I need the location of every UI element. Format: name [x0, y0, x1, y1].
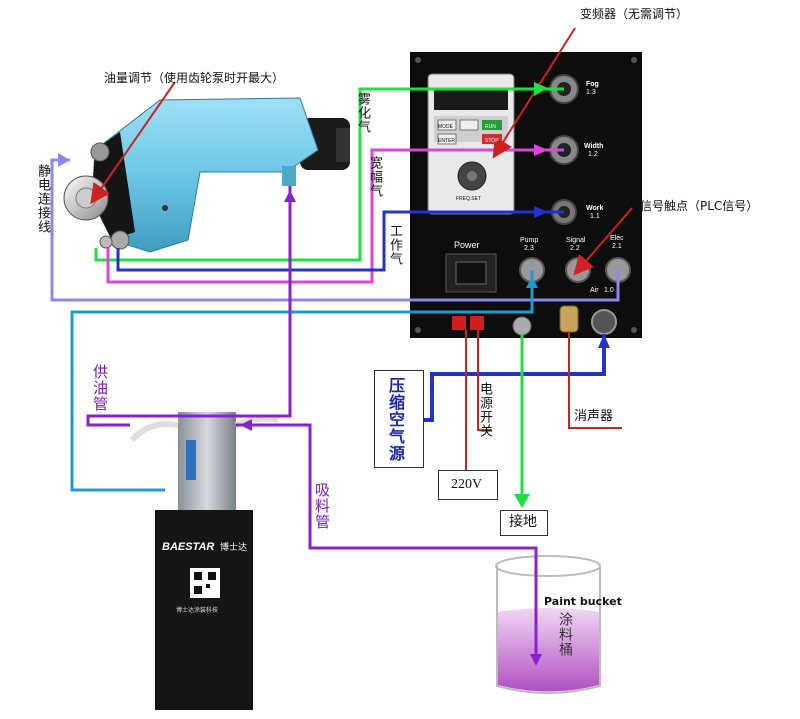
- voltage-box: 220V: [438, 470, 498, 500]
- pump-unit: [129, 412, 279, 710]
- control-box: [410, 52, 642, 338]
- electrostatic-label: 静电连接线: [35, 164, 50, 234]
- panel-elec-num: 2.1: [612, 243, 622, 250]
- wires: [50, 27, 633, 660]
- oil-adjust-label: 油量调节（使用齿轮泵时开最大）: [104, 71, 285, 85]
- ground-box: 接地: [500, 510, 548, 536]
- pump-brand: BAESTAR: [162, 541, 214, 553]
- spray-gun: [63, 97, 350, 253]
- paint-bucket-en-label: Paint bucket: [544, 595, 622, 608]
- panel-signal-num: 2.2: [570, 245, 580, 252]
- compressed-air-label: 压缩空气源: [386, 377, 405, 462]
- panel-air-num: 1.0: [604, 287, 614, 294]
- panel-width-label: Width: [584, 143, 603, 150]
- inverter-freq-label: FREQ.SET: [456, 196, 481, 202]
- blue-arrow-icon: [534, 206, 548, 218]
- panel-pump-num: 2.3: [524, 245, 534, 252]
- muffler-label: 消声器: [574, 409, 614, 424]
- teal-arrow-icon: [526, 276, 538, 288]
- inverter-label: 变频器（无需调节）: [580, 7, 689, 21]
- panel-work-label: Work: [586, 205, 603, 212]
- inverter-mode-label: MODE: [438, 124, 454, 130]
- air-arrow-icon: [598, 334, 610, 348]
- pump-brand-cn: 博士达: [220, 541, 247, 552]
- pump-company: 博士达涂装科技: [176, 606, 218, 614]
- inverter-enter-label: ENTER: [438, 138, 455, 144]
- arrow-heads: [58, 82, 610, 666]
- panel-elec-label: Elec: [610, 235, 624, 242]
- panel-air-label: Air: [590, 287, 599, 294]
- signal-contact-label: 信号触点（PLC信号）: [640, 199, 759, 213]
- paint-bucket-cn-label: 涂料桶: [557, 612, 573, 657]
- panel-fog-label: Fog: [586, 81, 599, 88]
- bucket-arrow-icon: [530, 654, 542, 666]
- paint-bucket: [495, 555, 601, 694]
- ground-arrow-icon: [514, 494, 530, 508]
- lavender-arrow-icon: [58, 153, 70, 167]
- working-air-label: 工作气: [387, 224, 402, 266]
- oil-supply-pipe-label: 供油管: [91, 364, 109, 412]
- green-arrow-icon: [534, 82, 548, 96]
- magenta-arrow-icon: [534, 144, 548, 156]
- panel-work-num: 1.1: [590, 213, 600, 220]
- inverter-stop-label: STOP: [485, 138, 499, 144]
- suction-pipe-label: 吸料管: [313, 482, 331, 530]
- purple-arrow-icon: [284, 190, 296, 202]
- atomizing-air-label: 雾化气: [355, 92, 370, 134]
- compressed-air-box: 压缩空气源: [374, 370, 424, 468]
- ground-label: 接地: [509, 514, 537, 530]
- panel-power-label: Power: [454, 240, 480, 250]
- inverter-run-label: RUN: [485, 124, 496, 130]
- panel-signal-label: Signal: [566, 237, 586, 244]
- power-switch-label: 电源开关: [477, 382, 492, 438]
- panel-fog-num: 1.3: [586, 89, 596, 96]
- panel-width-num: 1.2: [588, 151, 598, 158]
- panel-pump-label: Pump: [520, 237, 538, 244]
- fan-air-label: 宽幅气: [367, 156, 382, 198]
- suction-arrow-icon: [240, 419, 252, 431]
- voltage-label: 220V: [451, 477, 483, 492]
